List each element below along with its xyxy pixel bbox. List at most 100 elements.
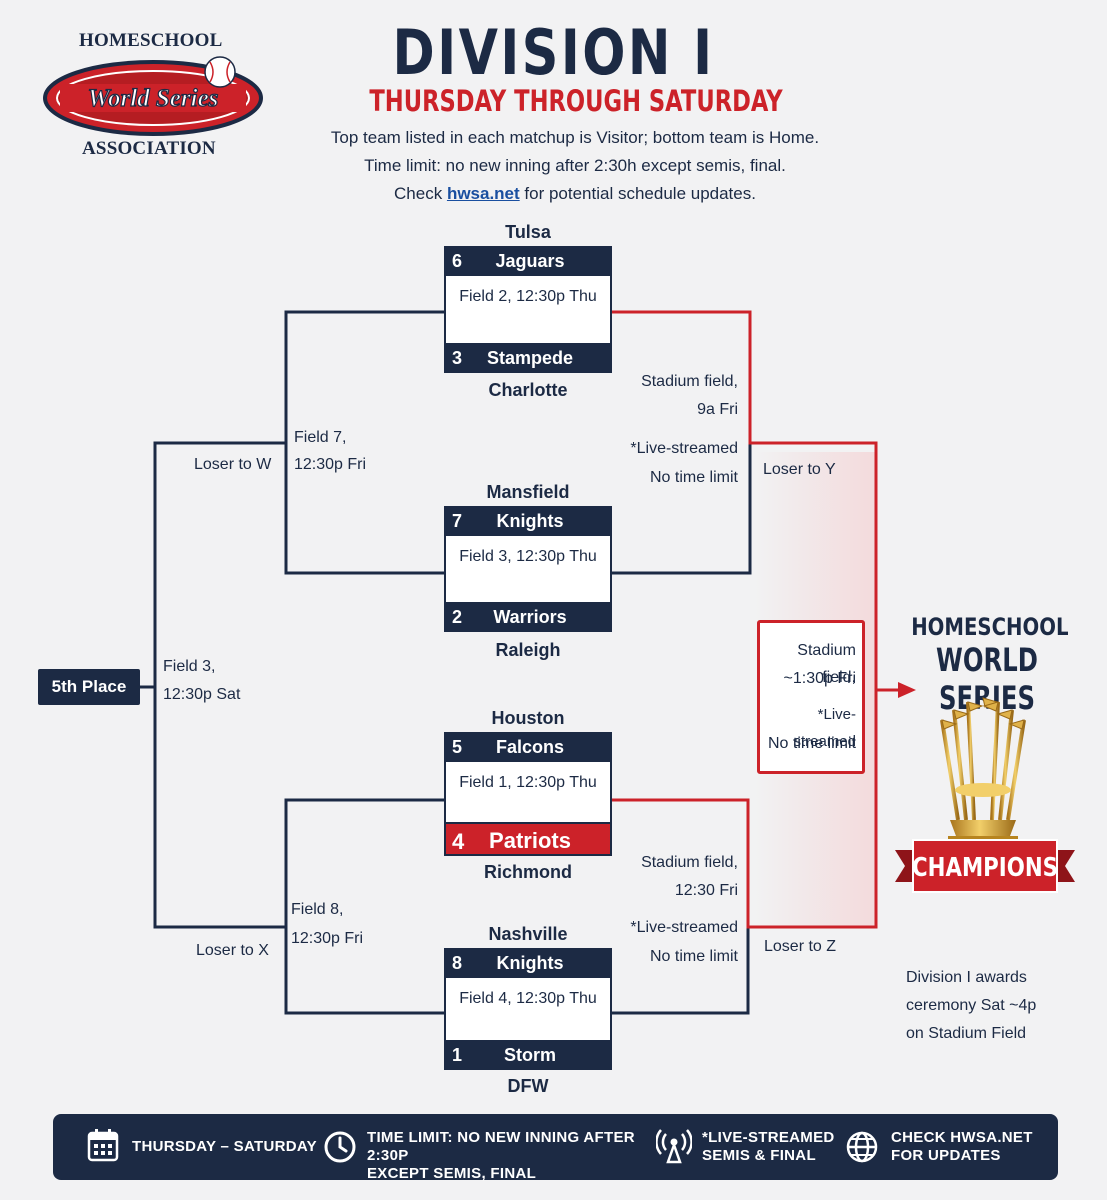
info-line-time-limit: Time limit: no new inning after 2:30h ex… [364,156,786,175]
champions-banner: CHAMPIONS [895,839,1075,893]
loser-to-x-label: Loser to X [196,942,269,959]
match3-bottom-city: Richmond [484,862,572,882]
loser-to-w-label: Loser to W [194,456,272,473]
baseball-icon [204,56,236,88]
page-title: DIVISION I [392,16,715,89]
footer-time-limit: TIME LIMIT: NO NEW INNING AFTER 2:30P EX… [323,1114,643,1183]
final-field-b: ~1:30p Fri [783,670,856,687]
match4-box: 8 Knights Field 4, 12:30p Thu 1 Storm [444,948,612,1070]
field8-label-a: Field 8, [291,901,344,918]
team-seed: 5 [452,737,463,757]
fifth-place-badge: 5th Place [38,669,140,705]
field3-label-b: 12:30p Sat [163,686,241,703]
match1-box: 6 Jaguars Field 2, 12:30p Thu 3 Stampede [444,246,612,373]
footer-dates-text: THURSDAY – SATURDAY [132,1138,317,1155]
team-name: Patriots [489,828,571,853]
info-line-visitor: Top team listed in each matchup is Visit… [330,128,820,147]
field8-label-b: 12:30p Fri [291,930,364,947]
match3-top-team: 5 Falcons [444,732,612,762]
team-seed: 6 [452,251,463,271]
footer-updates: CHECK HWSA.NET FOR UPDATES [845,1114,1045,1180]
match4-field: Field 4, 12:30p Thu [459,990,597,1007]
match4-bottom-city: DFW [507,1076,549,1096]
page-subtitle: THURSDAY THROUGH SATURDAY [369,84,783,118]
awards-note: Division I awards ceremony Sat ~4p on St… [906,964,1046,1048]
champions-banner-text: CHAMPIONS [912,852,1058,883]
match2-top-team: 7 Knights [444,506,612,536]
loser-to-y-label: Loser to Y [763,461,836,478]
team-name: Knights [496,511,564,531]
logo-top-text: HOMESCHOOL [79,30,223,51]
awards-line-1: Division I awards [906,969,1027,986]
awards-line-3: on Stadium Field [906,1025,1027,1042]
team-seed: 3 [452,348,463,368]
match2-bottom-team: 2 Warriors [444,602,612,632]
field3-label-a: Field 3, [163,658,216,675]
semi-top-stream: *Live-streamed [630,440,738,457]
champions-title-1: HOMESCHOOL [911,613,1069,641]
info-updates-text: for potential schedule updates. [519,184,756,203]
final-field-a: Stadium field, [797,642,856,686]
footer-time-limit-line-2: EXCEPT SEMIS, FINAL [367,1165,537,1182]
team-name: Knights [496,953,564,973]
footer-time-limit-text: TIME LIMIT: NO NEW INNING AFTER 2:30P EX… [367,1129,643,1183]
match2-box: 7 Knights Field 3, 12:30p Thu 2 Warriors [444,506,612,632]
match4-bottom-team: 1 Storm [444,1040,612,1070]
footer-updates-line-2: FOR UPDATES [891,1147,1001,1164]
match4-top-city: Nashville [488,924,568,944]
final-time: No time limit [767,735,856,752]
footer-livestream-text: *LIVE-STREAMED SEMIS & FINAL [702,1129,835,1165]
match2-bottom-city: Raleigh [495,640,561,660]
team-seed: 7 [452,511,463,531]
semi-top-field-a: Stadium field, [641,373,738,390]
team-name: Stampede [486,348,574,368]
final-info-box: Stadium field, ~1:30p Fri *Live-streamed… [757,620,865,774]
match3-bottom-team-winner: 4 Patriots [444,822,612,856]
final-stream: *Live-streamed [793,706,856,750]
globe-icon [846,1131,878,1163]
footer-time-limit-line-1: TIME LIMIT: NO NEW INNING AFTER 2:30P [367,1129,635,1164]
loser-to-z-label: Loser to Z [764,938,837,955]
field7-label-a: Field 7, [294,429,347,446]
semi-bottom-time: No time limit [649,948,738,965]
field7-label-b: 12:30p Fri [294,456,367,473]
team-name: Storm [503,1045,556,1065]
team-seed: 2 [452,607,463,627]
logo-bottom-text: ASSOCIATION [82,138,216,159]
match3-field: Field 1, 12:30p Thu [459,774,597,791]
hwsa-link[interactable]: hwsa.net [446,184,520,203]
match4-top-team: 8 Knights [444,948,612,978]
team-name: Jaguars [495,251,565,271]
semi-top-field-b: 9a Fri [697,401,738,418]
arrow-right-icon [876,682,916,698]
match1-top-city: Tulsa [505,222,551,242]
team-name: Warriors [493,607,567,627]
match1-bottom-city: Charlotte [488,380,568,400]
match2-top-city: Mansfield [486,482,570,502]
footer-livestream-line-1: *LIVE-STREAMED [702,1129,835,1146]
footer-bar: THURSDAY – SATURDAY TIME LIMIT: NO NEW I… [53,1114,1058,1183]
match3-top-city: Houston [491,708,565,728]
footer-updates-text: CHECK HWSA.NET FOR UPDATES [891,1129,1033,1165]
match1-top-team: 6 Jaguars [444,246,612,276]
awards-line-2: ceremony Sat ~4p [906,997,1037,1014]
semi-bottom-field-b: 12:30 Fri [674,882,738,899]
logo-emblem: World Series [43,56,263,136]
semi-bottom-field-a: Stadium field, [641,854,738,871]
match3-box: 5 Falcons Field 1, 12:30p Thu 4 Patriots [444,732,612,856]
team-seed: 8 [452,953,463,973]
semi-top-time: No time limit [649,469,738,486]
calendar-icon [87,1129,119,1162]
info-line-updates: Check hwsa.net for potential schedule up… [260,184,890,204]
footer-livestream: *LIVE-STREAMED SEMIS & FINAL [656,1114,846,1180]
broadcast-icon [656,1129,692,1164]
footer-livestream-line-2: SEMIS & FINAL [702,1147,816,1164]
footer-dates: THURSDAY – SATURDAY [87,1114,327,1180]
logo-banner-text: World Series [88,85,219,112]
clock-icon [324,1131,356,1163]
team-seed: 1 [452,1045,463,1065]
team-name: Falcons [495,737,565,757]
match2-field: Field 3, 12:30p Thu [459,548,597,565]
semi-bottom-stream: *Live-streamed [630,919,738,936]
info-check-text: Check [394,184,447,203]
